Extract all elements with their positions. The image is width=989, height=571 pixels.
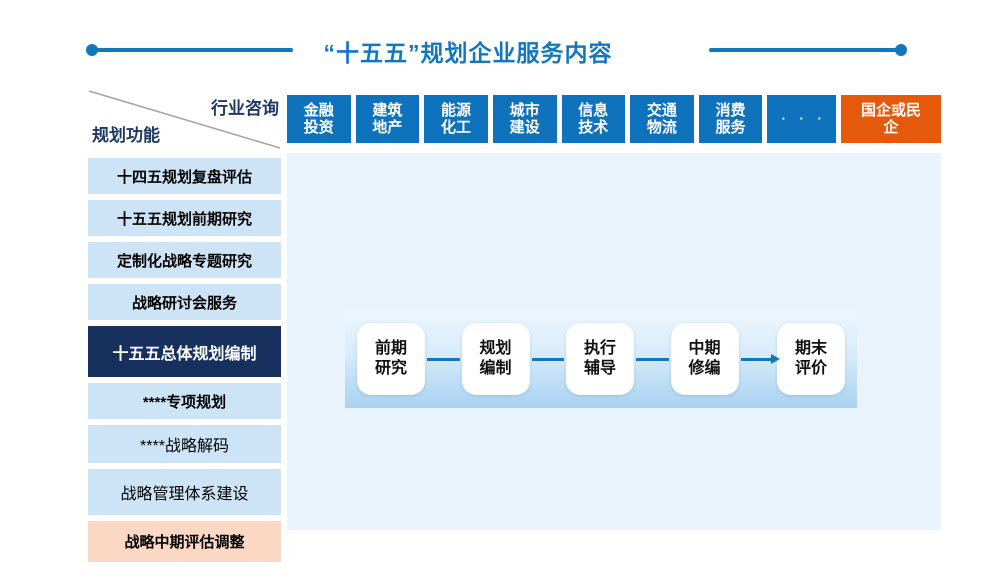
industry-col-transport-logistics: 交通 物流 [630, 95, 694, 143]
matrix-corner-header: 行业咨询 规划功能 [88, 88, 281, 150]
title-rule-left [86, 44, 293, 56]
industry-col-finance-investment: 金融 投资 [287, 95, 351, 143]
arrow-connector-icon [740, 357, 773, 361]
rule-endpoint-dot [895, 44, 907, 56]
flow-step-midterm-revision: 中期 修编 [670, 323, 739, 395]
page-title: “十五五”规划企业服务内容 [323, 40, 613, 66]
function-row-midterm-evaluation-adjustment: 战略中期评估调整 [88, 521, 281, 562]
function-row-special-plans: ****专项规划 [88, 383, 281, 419]
flow-step-preliminary-research: 前期 研究 [357, 323, 425, 395]
flow-step-execution-coaching: 执行 辅导 [566, 323, 634, 395]
function-row-strategy-mgmt-system: 战略管理体系建设 [88, 469, 281, 515]
industry-col-construction-realestate: 建筑 地产 [355, 95, 420, 143]
function-row-strategy-workshop-service: 战略研讨会服务 [88, 284, 281, 320]
flow-step-final-evaluation: 期末 评价 [777, 323, 845, 395]
planning-flow-strip: 前期 研究 规划 编制 执行 辅导 中期 修编 期末 评价 [345, 310, 857, 408]
flow-step-plan-compilation: 规划 编制 [461, 323, 530, 395]
industry-col-ellipsis: · · · [767, 95, 836, 143]
function-row-15th5yr-overall-plan-selected: 十五五总体规划编制 [88, 326, 281, 377]
corner-label-industry-axis: 行业咨询 [211, 99, 279, 118]
industry-col-soe-or-private: 国企或民 企 [841, 95, 941, 143]
industry-col-information-technology: 信息 技术 [561, 95, 626, 143]
diagonal-divider-line [88, 90, 281, 149]
function-row-14th5yr-review-evaluation: 十四五规划复盘评估 [88, 158, 281, 194]
function-row-customized-strategy-research: 定制化战略专题研究 [88, 242, 281, 278]
industry-col-urban-construction: 城市 建设 [492, 95, 557, 143]
title-rule-right [709, 44, 907, 56]
rule-endpoint-dot [86, 44, 98, 56]
industry-col-energy-chemical: 能源 化工 [424, 95, 488, 143]
function-row-strategy-decoding: ****战略解码 [88, 425, 281, 463]
corner-label-function-axis: 规划功能 [92, 126, 160, 145]
industry-header-row: 金融 投资 建筑 地产 能源 化工 城市 建设 信息 技术 交通 物流 消费 服… [287, 95, 941, 143]
flow-connector [427, 357, 460, 361]
industry-col-consumer-services: 消费 服务 [698, 95, 763, 143]
flow-connector [636, 357, 669, 361]
function-row-15th5yr-preliminary-research: 十五五规划前期研究 [88, 200, 281, 236]
function-rows-sidebar: 十四五规划复盘评估 十五五规划前期研究 定制化战略专题研究 战略研讨会服务 十五… [88, 158, 281, 562]
flow-connector [531, 357, 564, 361]
